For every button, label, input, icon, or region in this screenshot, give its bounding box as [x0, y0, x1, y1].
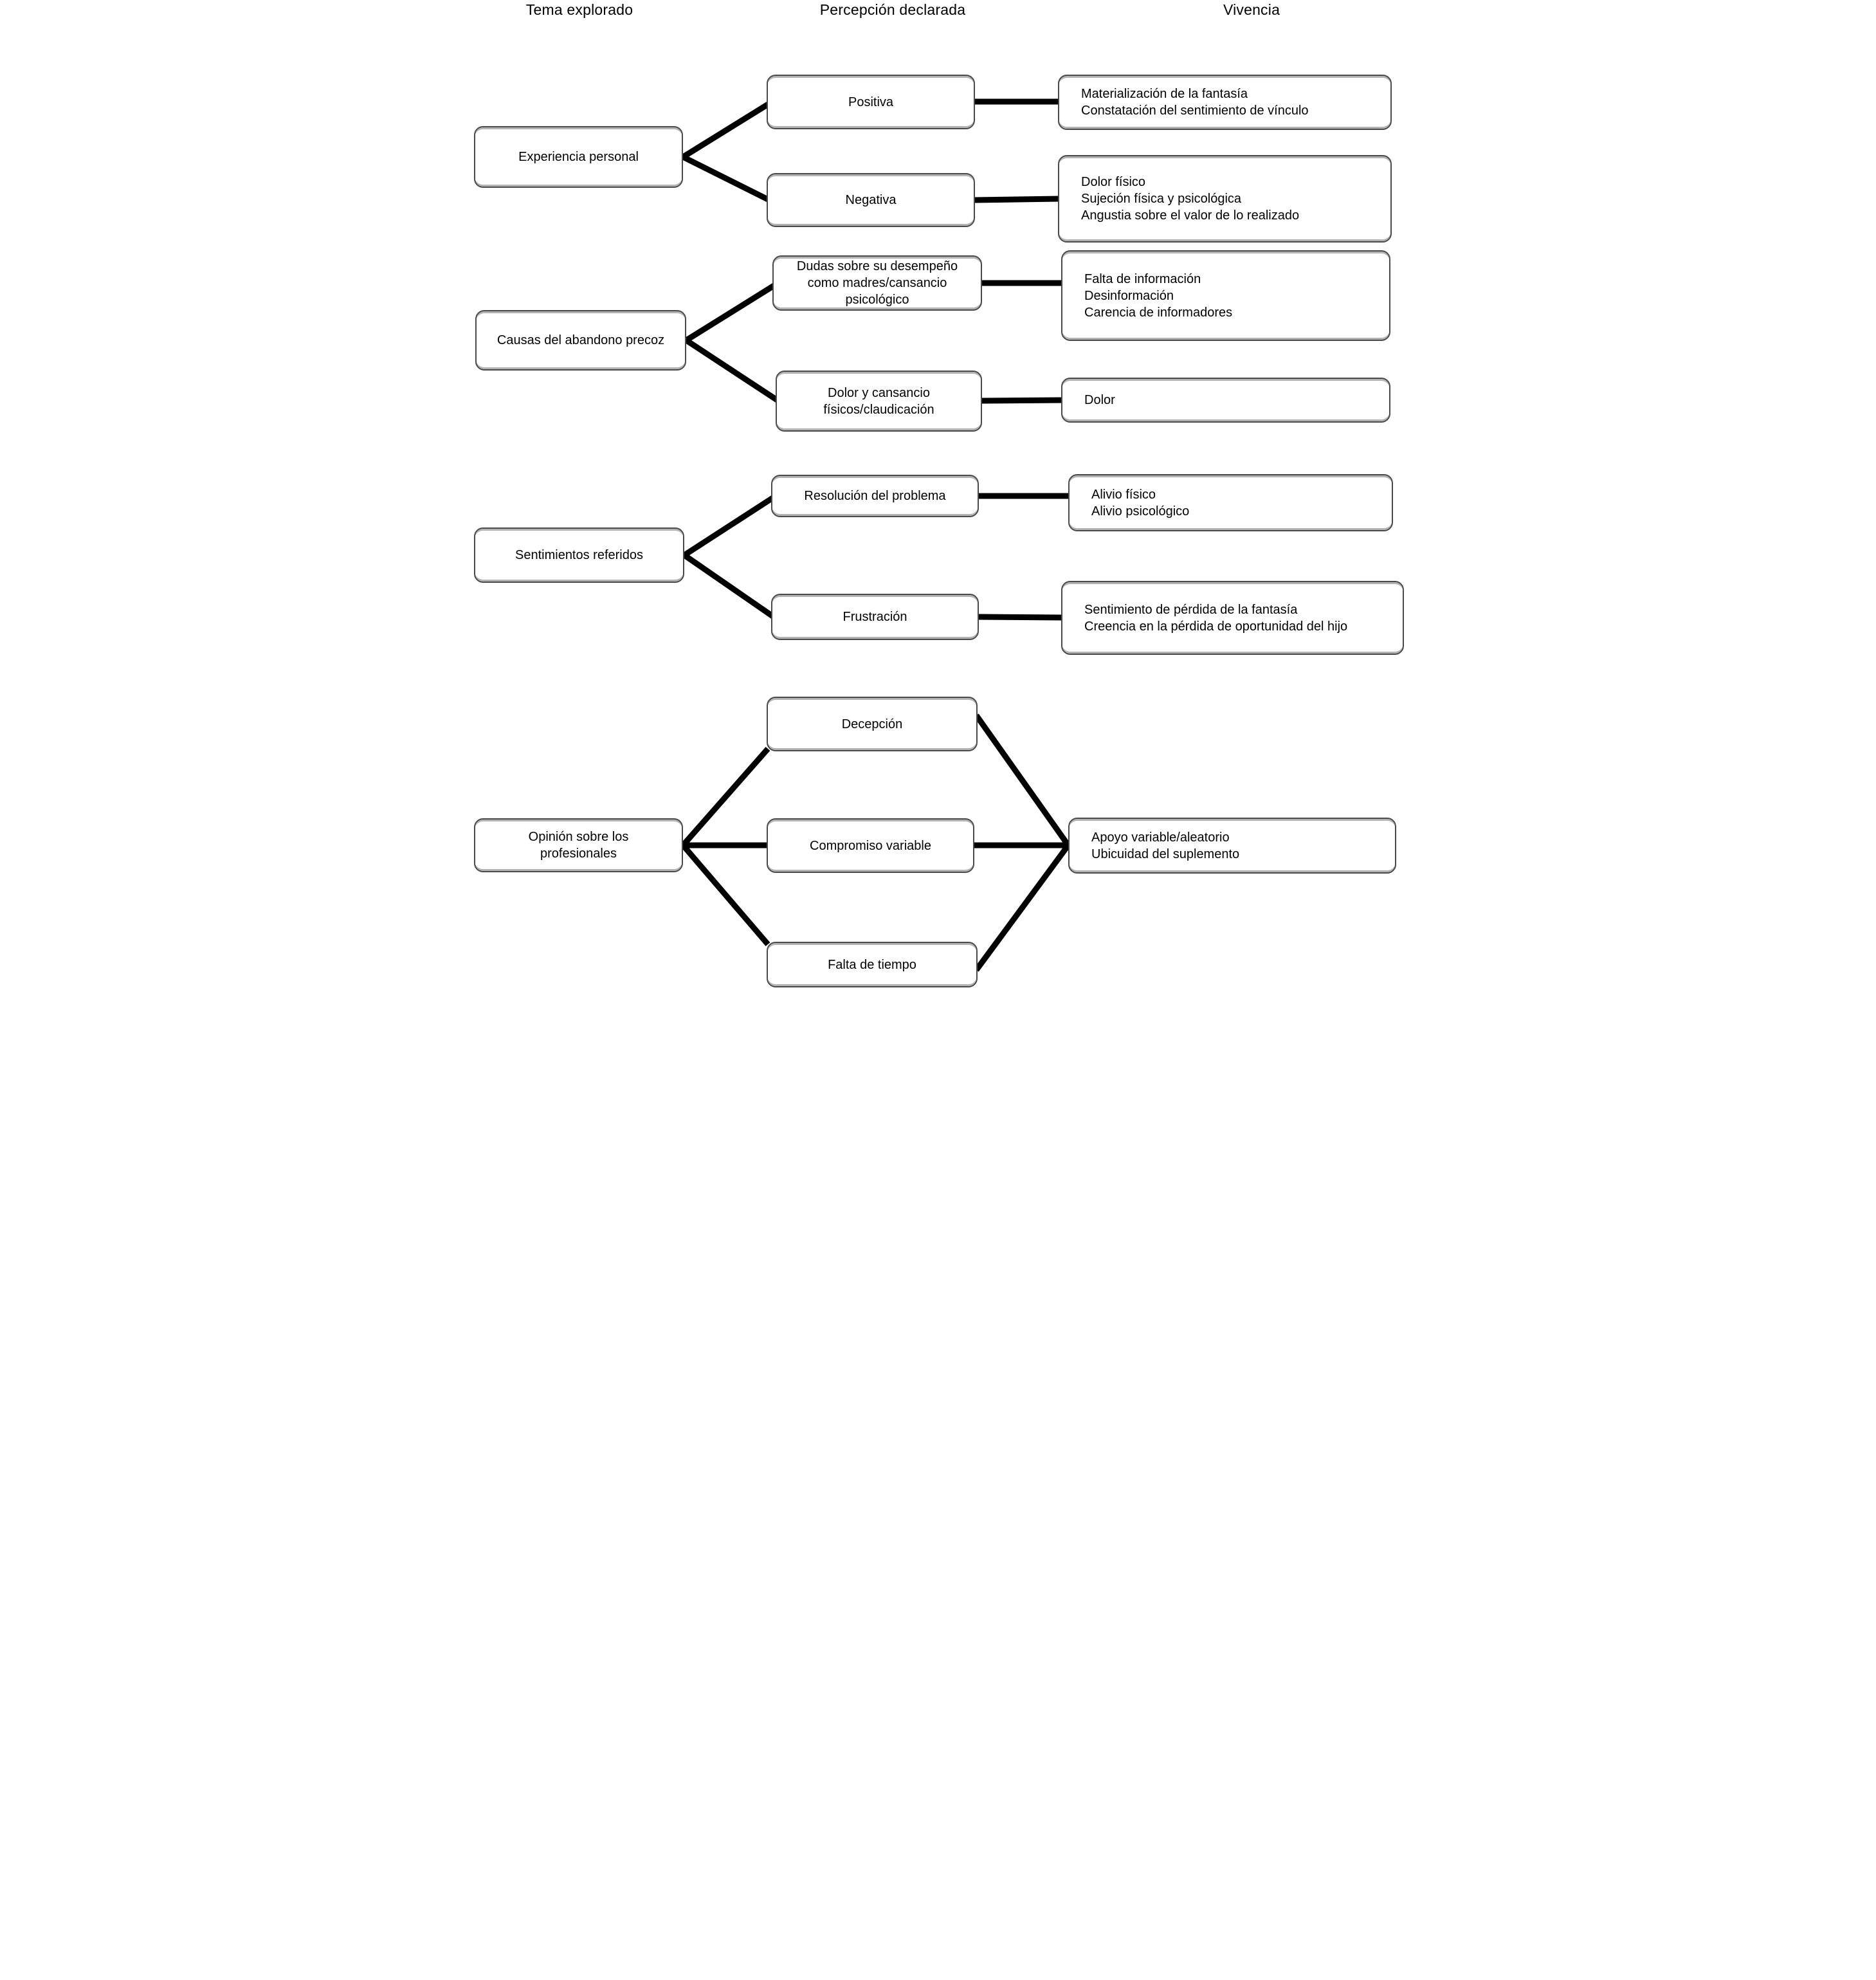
perception-label: Frustración: [842, 610, 907, 624]
connector-lines: [680, 98, 1071, 972]
vivencia-line: Angustia sobre el valor de lo realizado: [1081, 208, 1300, 223]
connector-line: [978, 614, 1063, 621]
vivencia-node-dolor: Dolor: [1061, 378, 1390, 423]
vivencia-line: Dolor físico: [1081, 175, 1146, 189]
vivencia-line: Desinformación: [1084, 288, 1174, 303]
perception-label: Decepción: [841, 717, 903, 731]
vivencia-line: Apoyo variable/aleatorio: [1091, 830, 1230, 845]
column-header-tema-explorado: Tema explorado: [525, 1, 633, 18]
vivencia-node-perdida: Sentimiento de pérdida de la fantasía Cr…: [1061, 581, 1404, 655]
perception-node-positiva: Positiva: [767, 75, 975, 129]
connector-line: [680, 747, 770, 847]
vivencia-line: Ubicuidad del suplemento: [1091, 847, 1240, 861]
perception-label: Dolor y cansancio físicos/claudicación: [823, 385, 934, 417]
perception-node-negativa: Negativa: [767, 173, 975, 227]
theme-label: Sentimientos referidos: [515, 548, 643, 562]
vivencia-line: Creencia en la pérdida de oportunidad de…: [1084, 619, 1348, 634]
vivencia-line: Alivio psicológico: [1091, 504, 1190, 518]
vivencia-line: Carencia de informadores: [1084, 305, 1233, 320]
column-header-percepcion-declarada: Percepción declarada: [819, 1, 966, 18]
vivencia-line: Alivio físico: [1091, 487, 1156, 502]
theme-label: Experiencia personal: [518, 150, 639, 164]
vivencia-line: Falta de información: [1084, 271, 1201, 286]
connector-line: [974, 196, 1060, 203]
theme-node-sentimientos-referidos: Sentimientos referidos: [474, 527, 684, 583]
theme-node-opinion-profesionales: Opinión sobre los profesionales: [474, 818, 683, 872]
vivencia-node-apoyo: Apoyo variable/aleatorio Ubicuidad del s…: [1068, 818, 1396, 874]
vivencia-node-positiva: Materialización de la fantasía Constatac…: [1058, 75, 1392, 130]
vivencia-node-alivio: Alivio físico Alivio psicológico: [1068, 474, 1393, 531]
theme-node-experiencia-personal: Experiencia personal: [474, 126, 683, 188]
vivencia-line: Materialización de la fantasía: [1081, 87, 1248, 101]
theme-label: Opinión sobre los profesionales: [528, 830, 629, 861]
connector-line: [682, 553, 776, 619]
perception-node-compromiso-variable: Compromiso variable: [767, 818, 974, 873]
connector-line: [682, 495, 776, 558]
column-header-vivencia: Vivencia: [1223, 1, 1280, 18]
perception-node-falta-de-tiempo: Falta de tiempo: [767, 942, 978, 987]
connector-line: [681, 154, 771, 203]
connector-line: [981, 397, 1063, 404]
vivencia-node-dudas-desempeno: Falta de información Desinformación Care…: [1061, 250, 1390, 341]
concept-map-figure: Tema explorado Percepción declarada Vive…: [469, 0, 1407, 991]
connector-line: [680, 843, 770, 946]
perception-label: Resolución del problema: [804, 489, 946, 503]
theme-label: Causas del abandono precoz: [496, 333, 665, 347]
perception-label: Compromiso variable: [810, 838, 931, 853]
perception-label: Positiva: [848, 95, 894, 109]
vivencia-line: Sentimiento de pérdida de la fantasía: [1084, 602, 1298, 617]
perception-node-frustracion: Frustración: [771, 594, 979, 640]
vivencia-line: Constatación del sentimiento de vínculo: [1081, 104, 1309, 118]
perception-label: Dudas sobre su desempeño como madres/can…: [796, 259, 958, 307]
connector-line: [974, 713, 1071, 847]
vivencia-line: Sujeción física y psicológica: [1081, 192, 1242, 206]
perception-node-dolor-cansancio: Dolor y cansancio físicos/claudicación: [776, 371, 982, 432]
theme-node-causas-del-abandono-precoz: Causas del abandono precoz: [475, 310, 686, 371]
connector-line: [684, 282, 777, 343]
connector-line: [684, 338, 780, 403]
vivencia-line: Dolor: [1084, 393, 1115, 407]
perception-label: Negativa: [845, 193, 897, 207]
perception-node-dudas-desempeno: Dudas sobre su desempeño como madres/can…: [772, 255, 982, 311]
perception-label: Falta de tiempo: [828, 957, 916, 972]
connector-line: [974, 843, 1071, 972]
vivencia-node-negativa: Dolor físico Sujeción física y psicológi…: [1058, 155, 1392, 243]
perception-node-decepcion: Decepción: [767, 697, 978, 751]
perception-node-resolucion-problema: Resolución del problema: [771, 475, 979, 517]
connector-line: [681, 101, 771, 160]
